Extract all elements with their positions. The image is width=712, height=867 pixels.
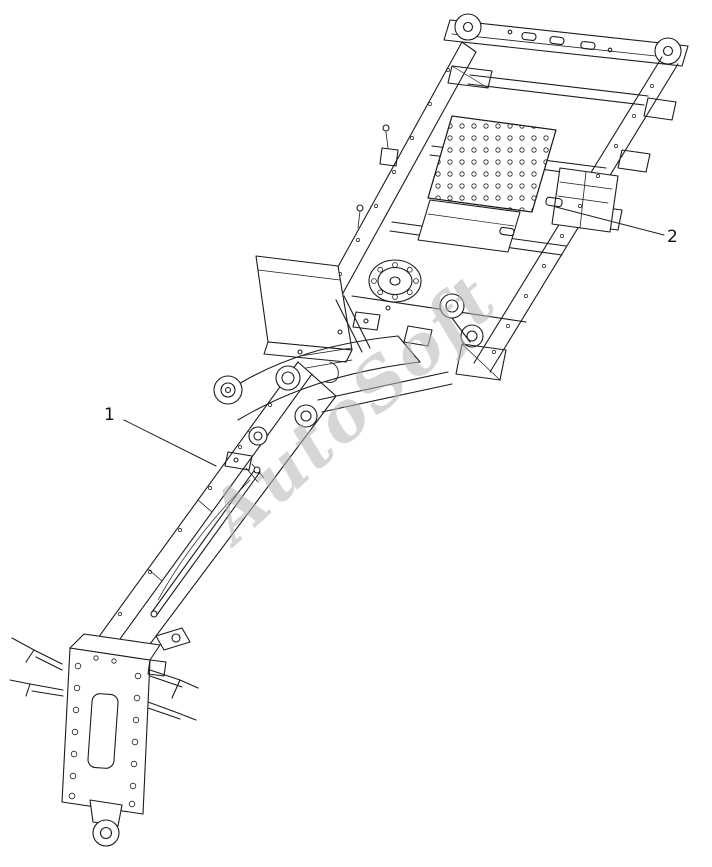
mid-suspension-section bbox=[213, 255, 507, 446]
callout-leader-2 bbox=[555, 206, 665, 236]
front-end-plate bbox=[9, 627, 199, 847]
callout-label-2[interactable]: 2 bbox=[667, 227, 678, 247]
callout-label-1[interactable]: 1 bbox=[104, 405, 115, 425]
front-draw-beam bbox=[97, 361, 337, 669]
callout-leader-1 bbox=[123, 419, 217, 467]
rear-frame-section bbox=[301, 13, 689, 373]
